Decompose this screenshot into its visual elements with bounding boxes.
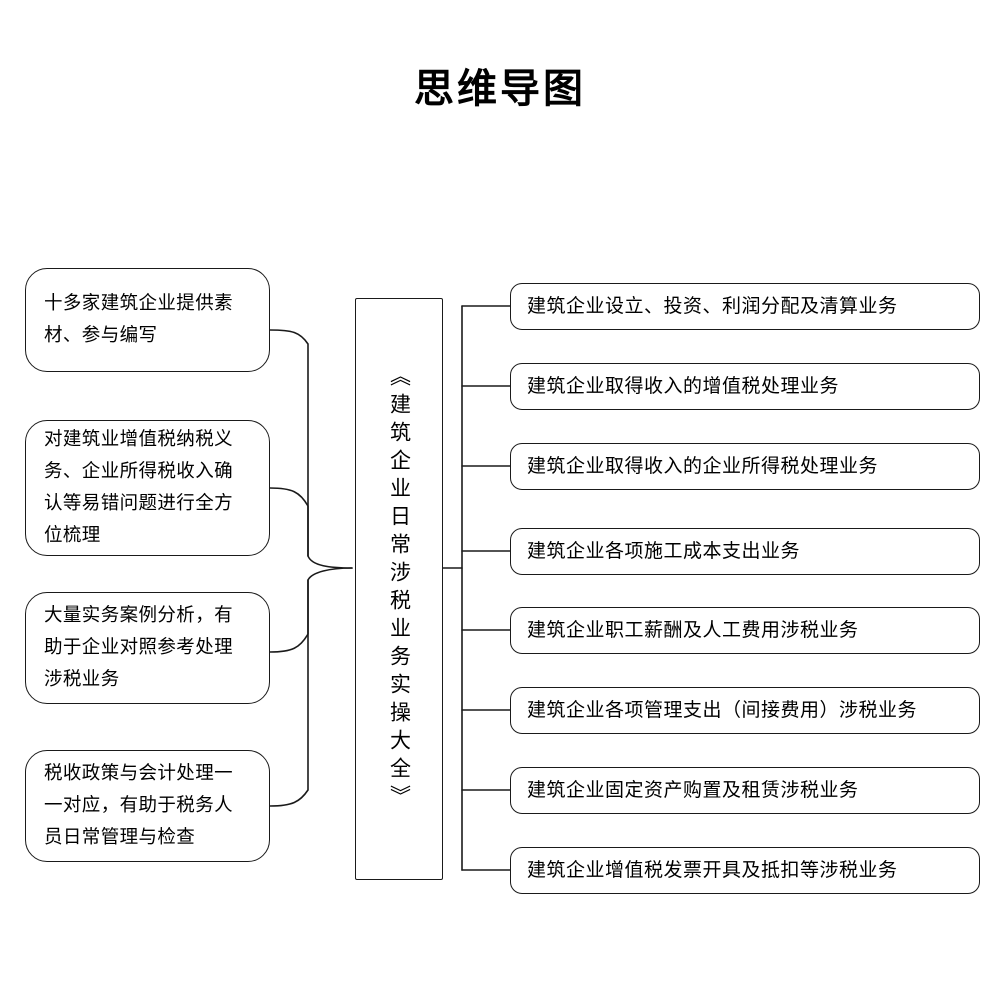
- right-node-2[interactable]: 建筑企业取得收入的增值税处理业务: [510, 363, 980, 410]
- left-connector-4: [269, 567, 353, 807]
- right-node-6-label: 建筑企业各项管理支出（间接费用）涉税业务: [527, 699, 918, 721]
- right-node-6[interactable]: 建筑企业各项管理支出（间接费用）涉税业务: [510, 687, 980, 734]
- right-node-3-label: 建筑企业取得收入的企业所得税处理业务: [527, 455, 879, 477]
- left-node-2-label: 对建筑业增值税纳税义务、企业所得税收入确认等易错问题进行全方位梳理: [44, 430, 234, 546]
- right-node-1-label: 建筑企业设立、投资、利润分配及清算业务: [527, 295, 898, 317]
- left-connector-2: [269, 487, 309, 557]
- right-node-8[interactable]: 建筑企业增值税发票开具及抵扣等涉税业务: [510, 847, 980, 894]
- right-node-7-label: 建筑企业固定资产购置及租赁涉税业务: [527, 779, 859, 801]
- left-node-1[interactable]: 十多家建筑企业提供素材、参与编写: [25, 268, 270, 372]
- center-node-label: 《建筑企业日常涉税业务实操大全》: [387, 365, 412, 813]
- left-connector-1: [269, 329, 353, 569]
- right-node-4-label: 建筑企业各项施工成本支出业务: [527, 540, 801, 562]
- right-node-3[interactable]: 建筑企业取得收入的企业所得税处理业务: [510, 443, 980, 490]
- right-node-5-label: 建筑企业职工薪酬及人工费用涉税业务: [527, 619, 859, 641]
- left-connector-3: [269, 579, 309, 653]
- left-node-2[interactable]: 对建筑业增值税纳税义务、企业所得税收入确认等易错问题进行全方位梳理: [25, 420, 270, 556]
- right-node-5[interactable]: 建筑企业职工薪酬及人工费用涉税业务: [510, 607, 980, 654]
- right-node-8-label: 建筑企业增值税发票开具及抵扣等涉税业务: [527, 859, 898, 881]
- right-node-7[interactable]: 建筑企业固定资产购置及租赁涉税业务: [510, 767, 980, 814]
- page-title: 思维导图: [414, 66, 586, 111]
- center-node[interactable]: 《建筑企业日常涉税业务实操大全》: [355, 298, 443, 880]
- right-node-1[interactable]: 建筑企业设立、投资、利润分配及清算业务: [510, 283, 980, 330]
- left-node-4-label: 税收政策与会计处理一一对应，有助于税务人员日常管理与检查: [44, 764, 234, 848]
- left-node-3[interactable]: 大量实务案例分析，有助于企业对照参考处理涉税业务: [25, 592, 270, 704]
- right-node-2-label: 建筑企业取得收入的增值税处理业务: [527, 375, 840, 397]
- left-node-3-label: 大量实务案例分析，有助于企业对照参考处理涉税业务: [44, 606, 234, 690]
- left-node-4[interactable]: 税收政策与会计处理一一对应，有助于税务人员日常管理与检查: [25, 750, 270, 862]
- left-node-1-label: 十多家建筑企业提供素材、参与编写: [44, 294, 234, 346]
- right-node-4[interactable]: 建筑企业各项施工成本支出业务: [510, 528, 980, 575]
